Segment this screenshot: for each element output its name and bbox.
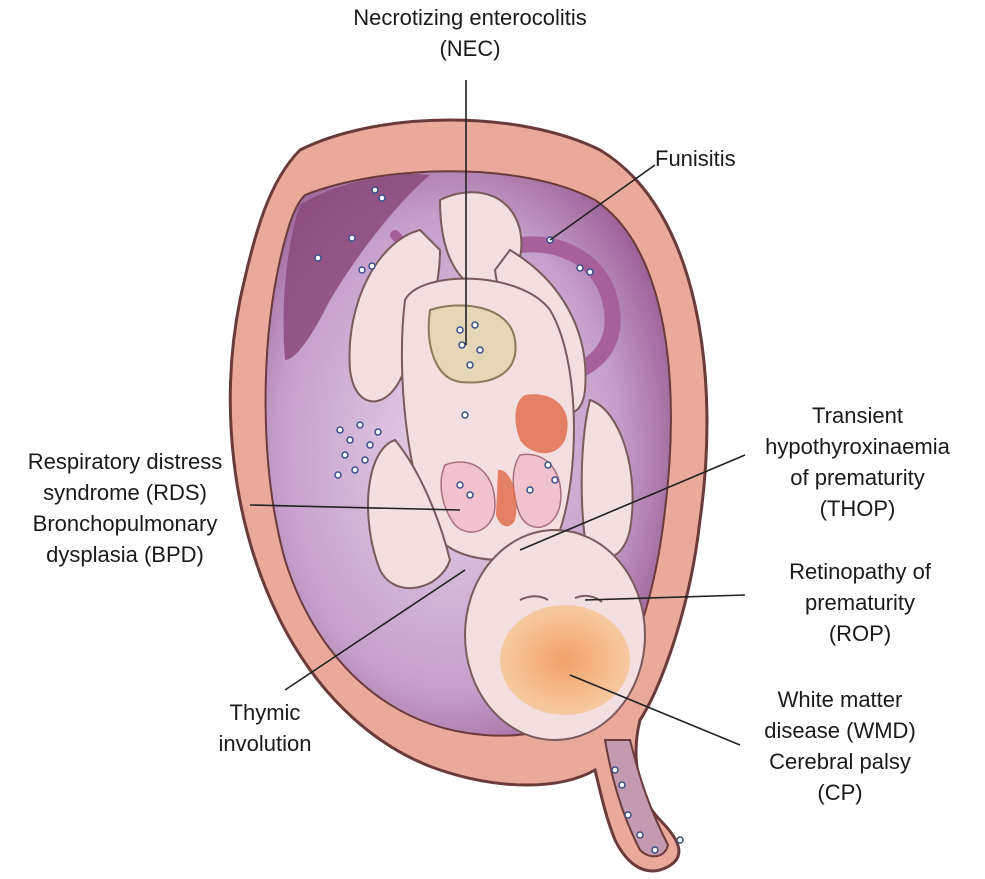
label-thymic: Thymic involution: [200, 697, 330, 759]
label-nec: Necrotizing enterocolitis (NEC): [320, 2, 620, 64]
label-funisitis: Funisitis: [655, 143, 765, 174]
label-thop: Transient hypothyroxinaemia of prematuri…: [745, 400, 970, 524]
label-rds-bpd: Respiratory distress syndrome (RDS) Bron…: [0, 446, 250, 570]
label-wmd-cp: White matter disease (WMD) Cerebral pals…: [740, 684, 940, 808]
label-rop: Retinopathy of prematurity (ROP): [750, 556, 970, 649]
